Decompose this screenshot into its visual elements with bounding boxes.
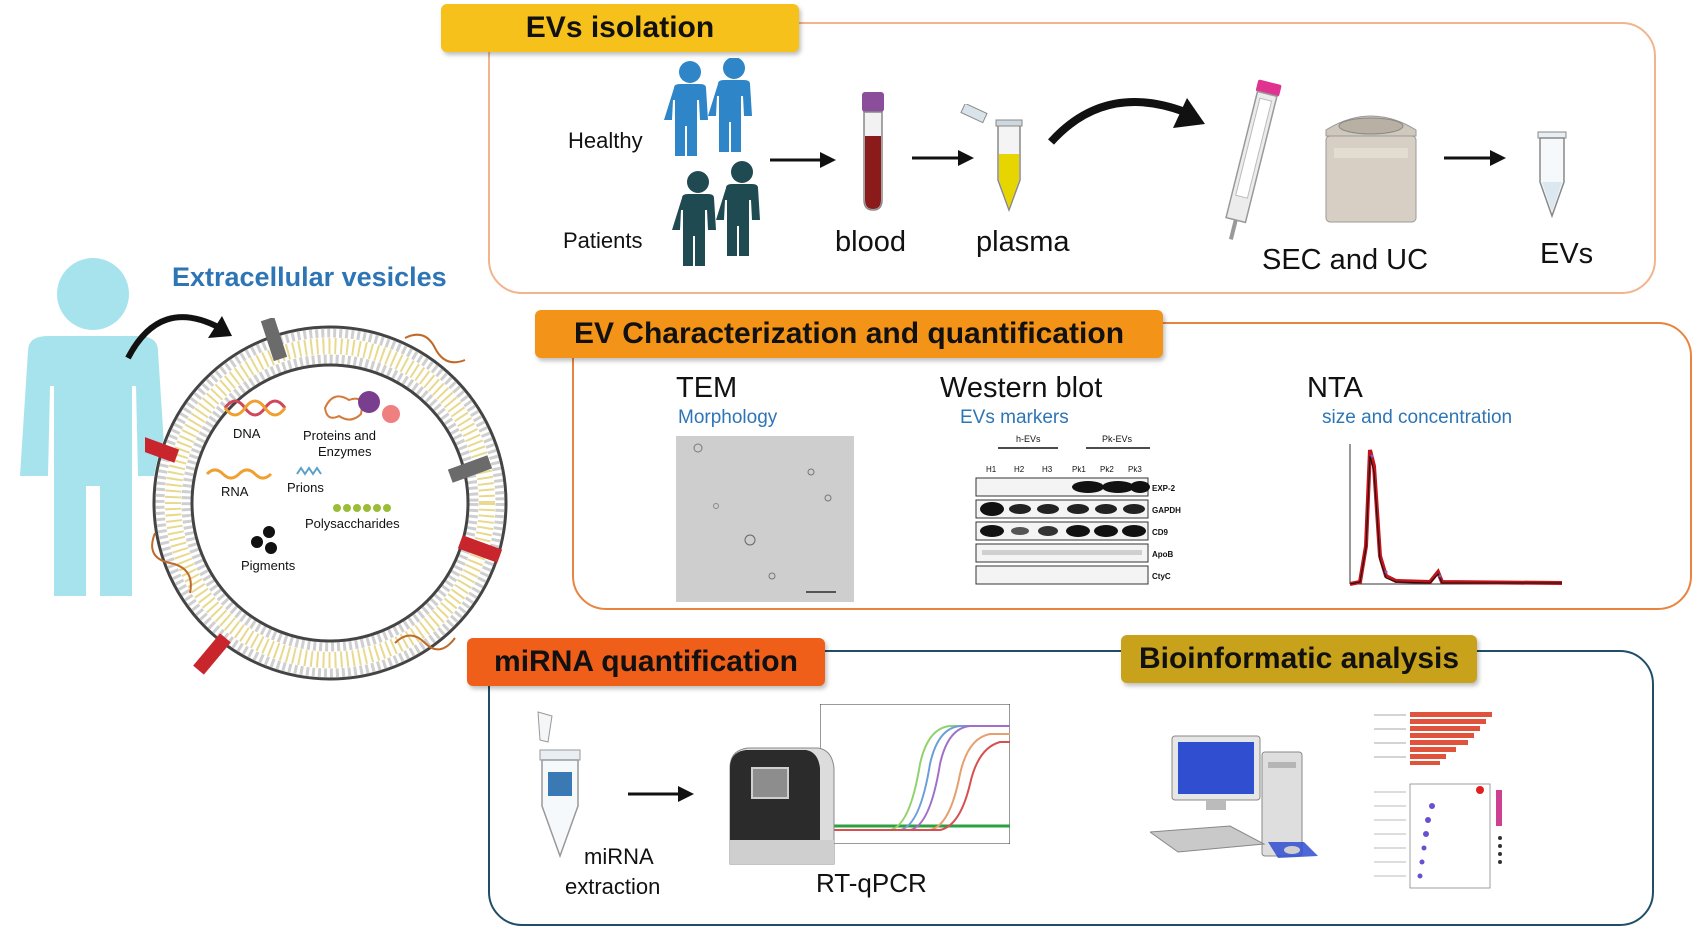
wb-lane-0: H1	[986, 465, 997, 474]
ev-diagram-title: Extracellular vesicles	[172, 262, 447, 292]
enrichment-dot-plot	[1374, 783, 1502, 889]
mirna-tube-icon	[537, 711, 581, 859]
wb-lane-1: H2	[1014, 465, 1025, 474]
pigments-label: Pigments	[241, 558, 296, 573]
human-figure-icon	[20, 258, 166, 596]
wb-group-1: Pk-EVs	[1102, 434, 1133, 444]
sec-column-icon	[1225, 79, 1282, 240]
patients-label: Patients	[563, 228, 643, 253]
proteins-label-2: Enzymes	[318, 444, 372, 459]
analysis-panel	[488, 650, 1654, 926]
wb-label: Western blot	[940, 372, 1103, 404]
wb-marker-3: ApoB	[1152, 550, 1174, 559]
arrow-icon	[628, 786, 694, 802]
polysaccharides-label: Polysaccharides	[305, 516, 400, 531]
nta-plot	[1349, 444, 1563, 586]
evs-label: EVs	[1540, 238, 1594, 270]
blood-label: blood	[835, 226, 906, 258]
mirna-extraction-label-1: miRNA	[584, 844, 654, 869]
wb-marker-2: CD9	[1152, 528, 1169, 537]
wb-lane-4: Pk2	[1100, 465, 1114, 474]
plasma-label: plasma	[976, 226, 1070, 258]
arrow-icon	[770, 152, 836, 168]
western-blot-image: h-EVs Pk-EVs H1 H2 H3 Pk1 Pk2 Pk3 EXP-2 …	[975, 434, 1181, 585]
curved-arrow-icon	[125, 314, 232, 360]
rtqpcr-label: RT-qPCR	[816, 868, 927, 898]
wb-marker-0: EXP-2	[1152, 484, 1176, 493]
ev-tube-icon	[1537, 131, 1567, 219]
extracellular-vesicle-diagram: DNA Proteins and Enzymes RNA Prions Poly…	[145, 318, 508, 681]
ultracentrifuge-icon	[1325, 115, 1417, 223]
sec-uc-label: SEC and UC	[1262, 244, 1429, 276]
wb-marker-4: CtyC	[1152, 572, 1171, 581]
wb-lane-3: Pk1	[1072, 465, 1086, 474]
wb-group-0: h-EVs	[1016, 434, 1041, 444]
nta-label: NTA	[1307, 372, 1363, 404]
patients-people-icon	[672, 161, 760, 266]
tem-sublabel: Morphology	[678, 407, 778, 428]
mirna-extraction-label-2: extraction	[565, 874, 661, 899]
nta-sublabel: size and concentration	[1322, 407, 1513, 428]
healthy-label: Healthy	[568, 128, 643, 153]
blood-tube-icon	[862, 92, 884, 211]
curved-arrow-icon	[1048, 98, 1205, 145]
isolation-panel	[488, 22, 1656, 294]
dna-label: DNA	[233, 426, 261, 441]
wb-lane-5: Pk3	[1128, 465, 1142, 474]
qpcr-machine-icon	[729, 747, 835, 865]
tem-label: TEM	[676, 372, 738, 404]
rna-label: RNA	[221, 484, 249, 499]
computer-icon	[1150, 735, 1318, 858]
tem-micrograph	[676, 436, 854, 602]
enrichment-bar-chart	[1374, 712, 1492, 765]
wb-marker-1: GAPDH	[1152, 506, 1181, 515]
arrow-icon	[912, 150, 974, 166]
wb-lane-2: H3	[1042, 465, 1053, 474]
prions-label: Prions	[287, 480, 324, 495]
characterization-banner: EV Characterization and quantification	[535, 310, 1163, 358]
proteins-label-1: Proteins and	[303, 428, 376, 443]
qpcr-amplification-curves	[820, 704, 1010, 844]
wb-sublabel: EVs markers	[960, 407, 1069, 428]
healthy-people-icon	[664, 58, 752, 156]
plasma-tube-icon	[960, 104, 1023, 213]
bioinformatic-banner: Bioinformatic analysis	[1121, 635, 1477, 683]
mirna-banner: miRNA quantification	[467, 638, 825, 686]
isolation-banner: EVs isolation	[441, 4, 799, 52]
arrow-icon	[1444, 150, 1506, 166]
